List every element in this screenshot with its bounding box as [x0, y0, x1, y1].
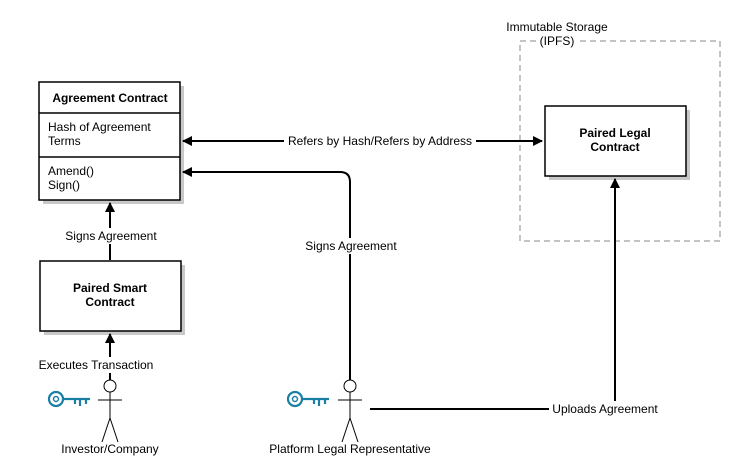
storage-label-line2: (IPFS): [540, 34, 575, 48]
paired-legal-line1: Paired Legal: [579, 126, 650, 140]
paired-smart-contract-box[interactable]: [39, 260, 182, 332]
paired-smart-line1: Paired Smart: [73, 281, 147, 295]
edge-platform-signs: Signs Agreement: [182, 167, 399, 380]
agreement-contract-title: Agreement Contract: [52, 91, 167, 105]
paired-smart-contract-node[interactable]: Paired Smart Contract: [39, 260, 185, 335]
method-sign: Sign(): [48, 178, 80, 192]
edge-label-signs-right: Signs Agreement: [305, 239, 397, 253]
key-icon: [286, 390, 329, 408]
agreement-contract-box[interactable]: [38, 81, 181, 201]
method-amend: Amend(): [48, 164, 94, 178]
key-icon: [47, 390, 90, 408]
edge-refers-by-hash: Refers by Hash/Refers by Address: [182, 133, 543, 149]
actor-platform-label: Platform Legal Representative: [269, 442, 431, 456]
actor-investor-label: Investor/Company: [61, 442, 158, 456]
stick-figure-icon: [98, 379, 122, 443]
paired-smart-line2: Contract: [85, 295, 134, 309]
edge-label-uploads: Uploads Agreement: [552, 402, 658, 416]
paired-legal-contract-node[interactable]: Paired Legal Contract: [544, 105, 690, 180]
agreement-attribute-line2: Terms: [48, 134, 81, 148]
agreement-contract-class[interactable]: Agreement Contract Hash of Agreement Ter…: [38, 81, 184, 204]
edge-uploads-agreement: Uploads Agreement: [370, 178, 661, 417]
immutable-storage-group: Immutable Storage (IPFS): [506, 20, 721, 242]
actor-platform-legal[interactable]: Platform Legal Representative: [269, 379, 431, 456]
paired-legal-contract-box[interactable]: [544, 105, 687, 177]
edge-smart-signs: Signs Agreement: [62, 202, 160, 260]
edge-label-refers: Refers by Hash/Refers by Address: [288, 134, 472, 148]
stick-figure-icon: [338, 379, 362, 443]
edge-label-executes: Executes Transaction: [39, 358, 154, 372]
paired-legal-line2: Contract: [590, 140, 639, 154]
edge-label-signs-left: Signs Agreement: [65, 229, 157, 243]
storage-label-line1: Immutable Storage: [506, 20, 608, 34]
actor-investor[interactable]: Investor/Company: [47, 379, 159, 456]
edge-executes-transaction: Executes Transaction: [36, 333, 156, 380]
agreement-attribute-line1: Hash of Agreement: [48, 120, 151, 134]
